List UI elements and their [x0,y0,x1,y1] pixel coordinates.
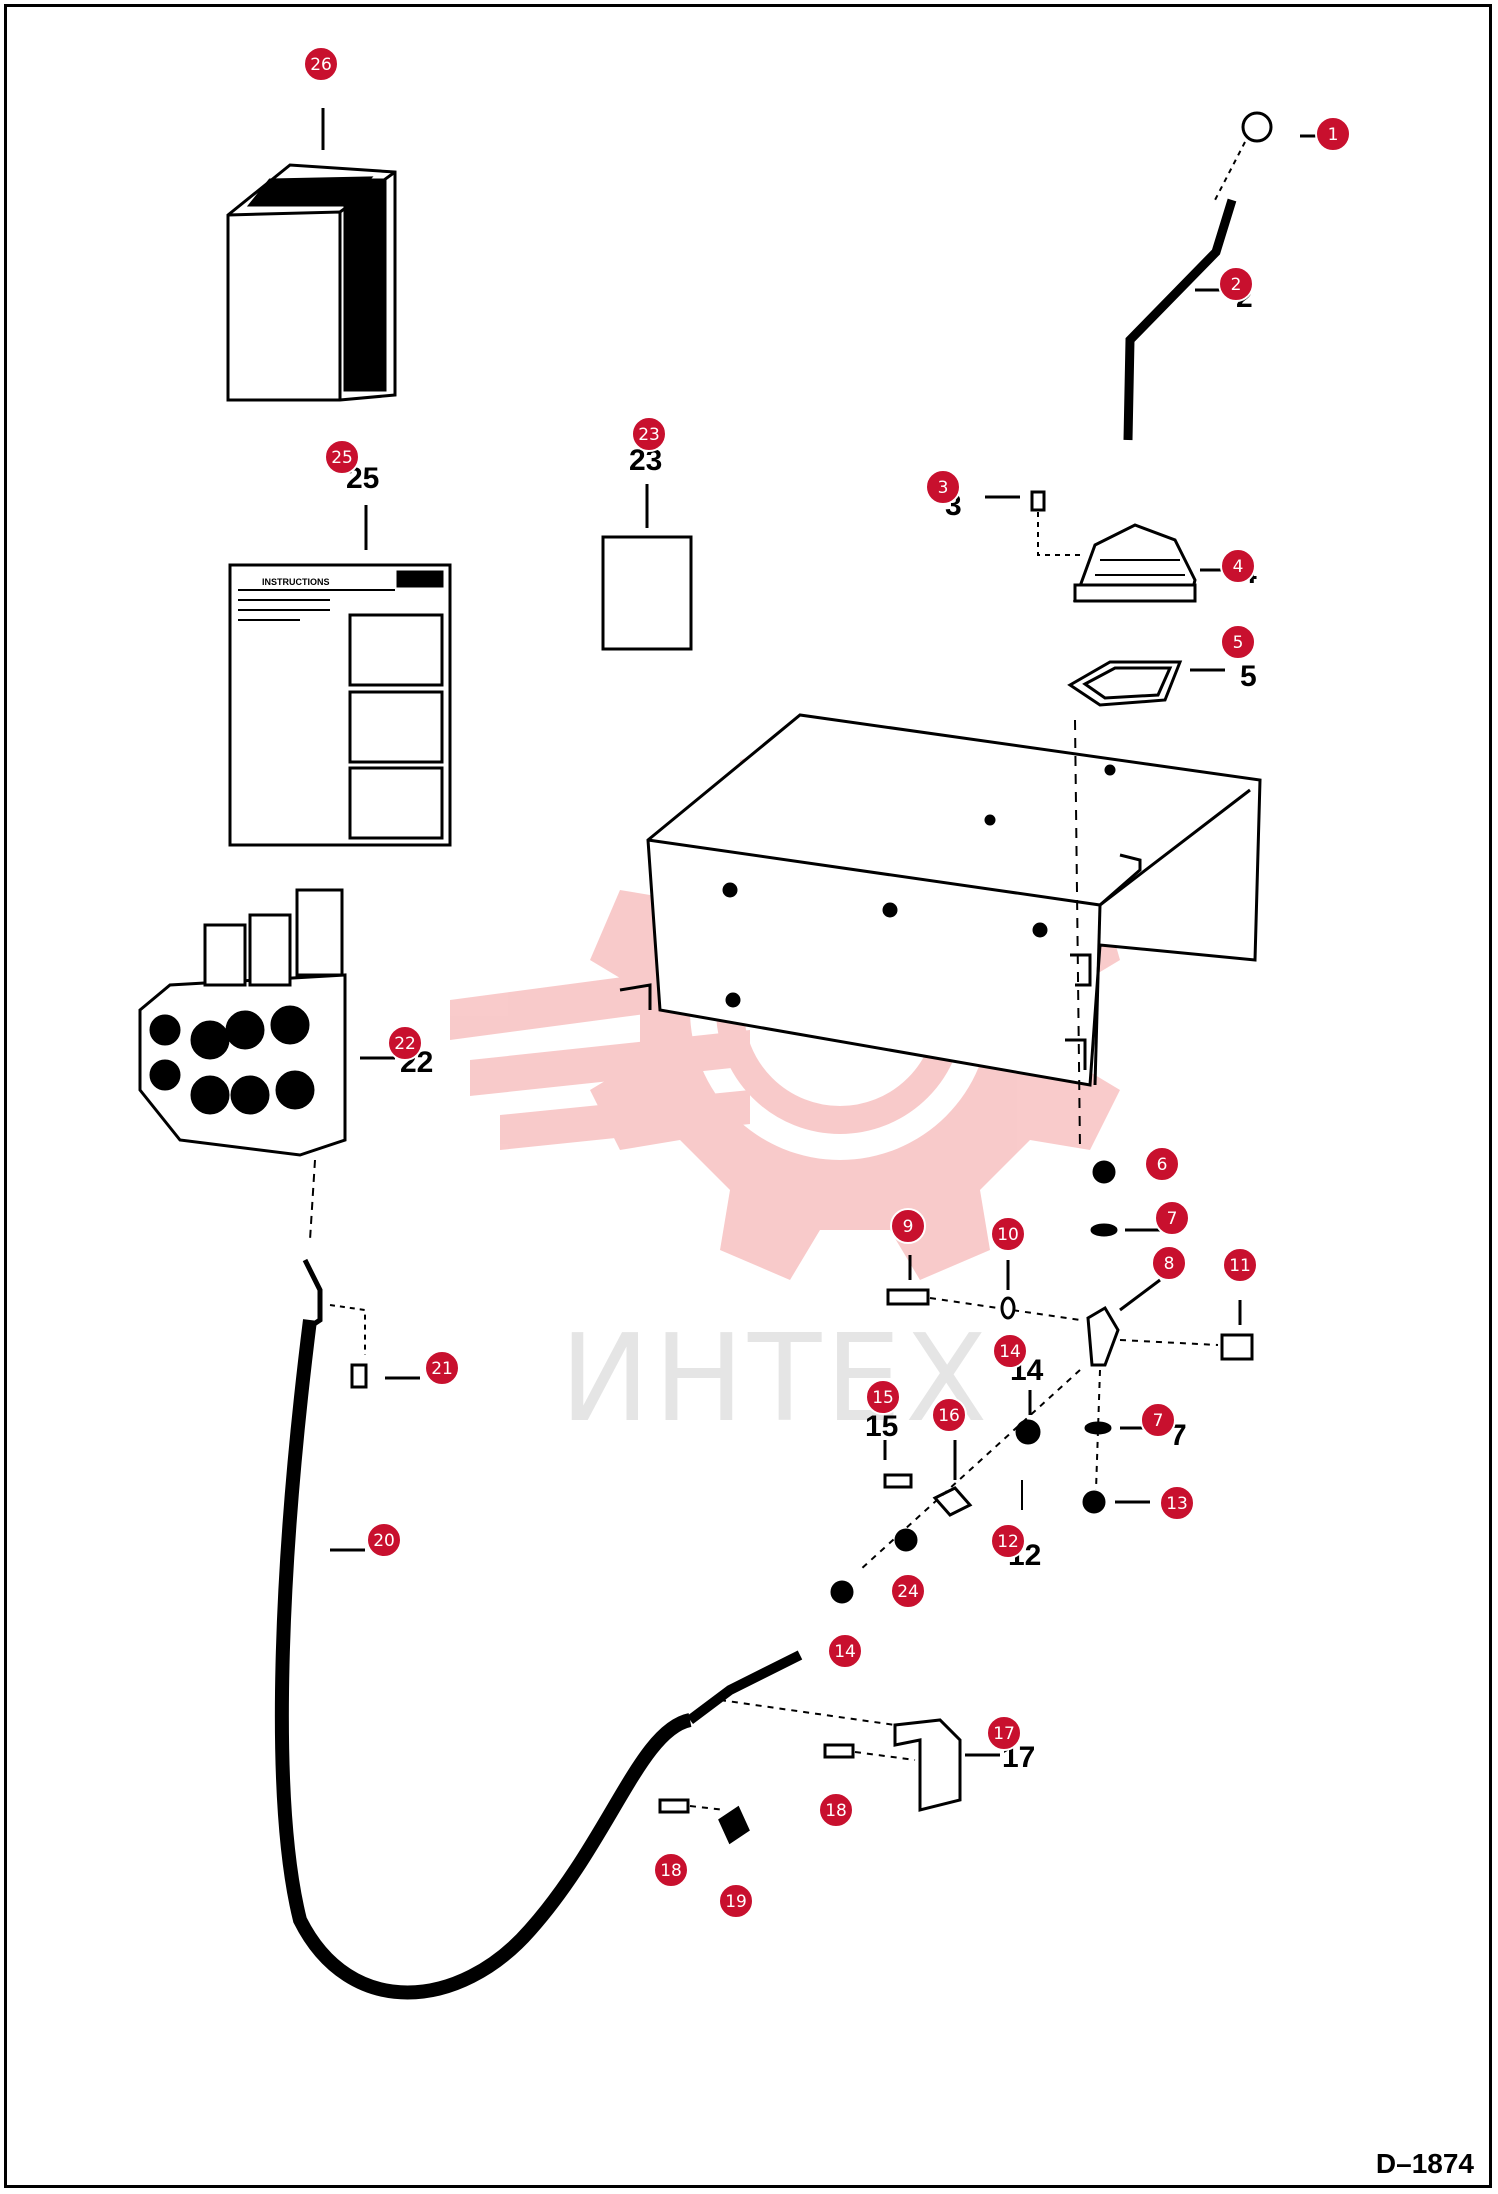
part-14-nut [830,1390,1041,1604]
part-18-bolt [658,1743,916,1814]
callout-13[interactable]: 13 [1159,1485,1195,1521]
callout-8[interactable]: 8 [1151,1245,1187,1281]
svg-text:4: 4 [1233,557,1244,577]
watermark-text: ИНТЕХ [560,1310,991,1449]
callout-17[interactable]: 17 [986,1715,1022,1751]
part-11-bolt [1119,1300,1254,1361]
callout-18-right[interactable]: 18 [818,1792,854,1828]
part-22-valve [138,888,395,1241]
callout-11[interactable]: 11 [1222,1247,1258,1283]
callouts: 1 2 3 4 5 6 7 7 8 9 10 11 12 13 14 14 15… [303,46,1351,1919]
svg-text:18: 18 [660,1861,682,1881]
svg-text:12: 12 [997,1532,1019,1552]
drawing-id: D–1874 [1375,2148,1474,2179]
callout-1[interactable]: 1 [1315,116,1351,152]
svg-text:23: 23 [638,425,660,445]
svg-text:24: 24 [897,1582,919,1602]
svg-text:6: 6 [1157,1155,1168,1175]
part-19-clamp [718,1805,750,1845]
callout-6[interactable]: 6 [1144,1146,1180,1182]
svg-text:17: 17 [993,1724,1015,1744]
part-24-nut [894,1528,918,1552]
callout-19[interactable]: 19 [718,1883,754,1919]
part-20-cable [274,1258,931,2000]
svg-text:3: 3 [938,478,949,498]
svg-text:20: 20 [373,1531,395,1551]
callout-22[interactable]: 22 [387,1025,423,1061]
callout-7-lower[interactable]: 7 [1140,1402,1176,1438]
callout-14-lower[interactable]: 14 [827,1633,863,1669]
callout-4[interactable]: 4 [1220,548,1256,584]
svg-text:2: 2 [1231,275,1242,295]
part-26-kit-box [226,108,397,402]
part-15-bolt [883,1440,913,1489]
svg-text:25: 25 [331,448,353,468]
callout-7-upper[interactable]: 7 [1154,1200,1190,1236]
svg-text:1: 1 [1328,125,1339,145]
callout-21[interactable]: 21 [424,1350,460,1386]
callout-16[interactable]: 16 [931,1397,967,1433]
callout-2[interactable]: 2 [1218,266,1254,302]
part-21-screw [329,1304,420,1389]
callout-14-upper[interactable]: 14 [992,1333,1028,1369]
svg-text:9: 9 [903,1217,914,1237]
callout-25[interactable]: 25 [324,439,360,475]
svg-text:10: 10 [997,1225,1019,1245]
svg-text:5: 5 [1233,633,1244,653]
svg-text:7: 7 [1167,1209,1178,1229]
part-housing [619,713,1262,1151]
svg-text:11: 11 [1229,1256,1251,1276]
callout-23[interactable]: 23 [631,416,667,452]
part-8-lever-arm [1086,1278,1161,1367]
part-5-seal [1067,660,1225,707]
svg-text:14: 14 [999,1342,1021,1362]
svg-text:7: 7 [1153,1411,1164,1431]
svg-text:15: 15 [872,1388,894,1408]
part-3-screw [985,490,1080,556]
callout-12[interactable]: 12 [990,1523,1026,1559]
part-10-washer [1000,1260,1016,1320]
callout-20[interactable]: 20 [366,1522,402,1558]
callout-10[interactable]: 10 [990,1216,1026,1252]
callout-3[interactable]: 3 [925,469,961,505]
printed-label-5: 5 [1240,660,1257,693]
line-art: INSTRUCTIONS [138,108,1330,2000]
callout-18-left[interactable]: 18 [653,1852,689,1888]
svg-text:13: 13 [1166,1494,1188,1514]
part-4-boot [1072,523,1230,603]
callout-5[interactable]: 5 [1220,624,1256,660]
svg-text:16: 16 [938,1406,960,1426]
callout-9[interactable]: 9 [890,1208,926,1244]
callout-15[interactable]: 15 [865,1379,901,1415]
svg-text:22: 22 [394,1034,416,1054]
svg-text:18: 18 [825,1801,847,1821]
part-16-clevis [859,1369,1081,1571]
part-23-decal [601,484,693,651]
instructions-title: INSTRUCTIONS [262,577,330,587]
printed-label-15: 15 [865,1410,898,1443]
drawing-frame [4,4,1492,2188]
part-7-washer [1084,1223,1160,1435]
callout-26[interactable]: 26 [303,46,339,82]
svg-text:19: 19 [725,1892,747,1912]
callout-24[interactable]: 24 [890,1573,926,1609]
svg-text:26: 26 [310,55,332,75]
part-6-nut [1092,1160,1116,1184]
part-13-nut [1082,1369,1150,1514]
svg-text:21: 21 [431,1359,453,1379]
svg-text:8: 8 [1164,1254,1175,1274]
part-25-instruction-sheet: INSTRUCTIONS [228,505,452,847]
part-17-bracket [893,1718,1000,1812]
svg-text:14: 14 [834,1642,856,1662]
